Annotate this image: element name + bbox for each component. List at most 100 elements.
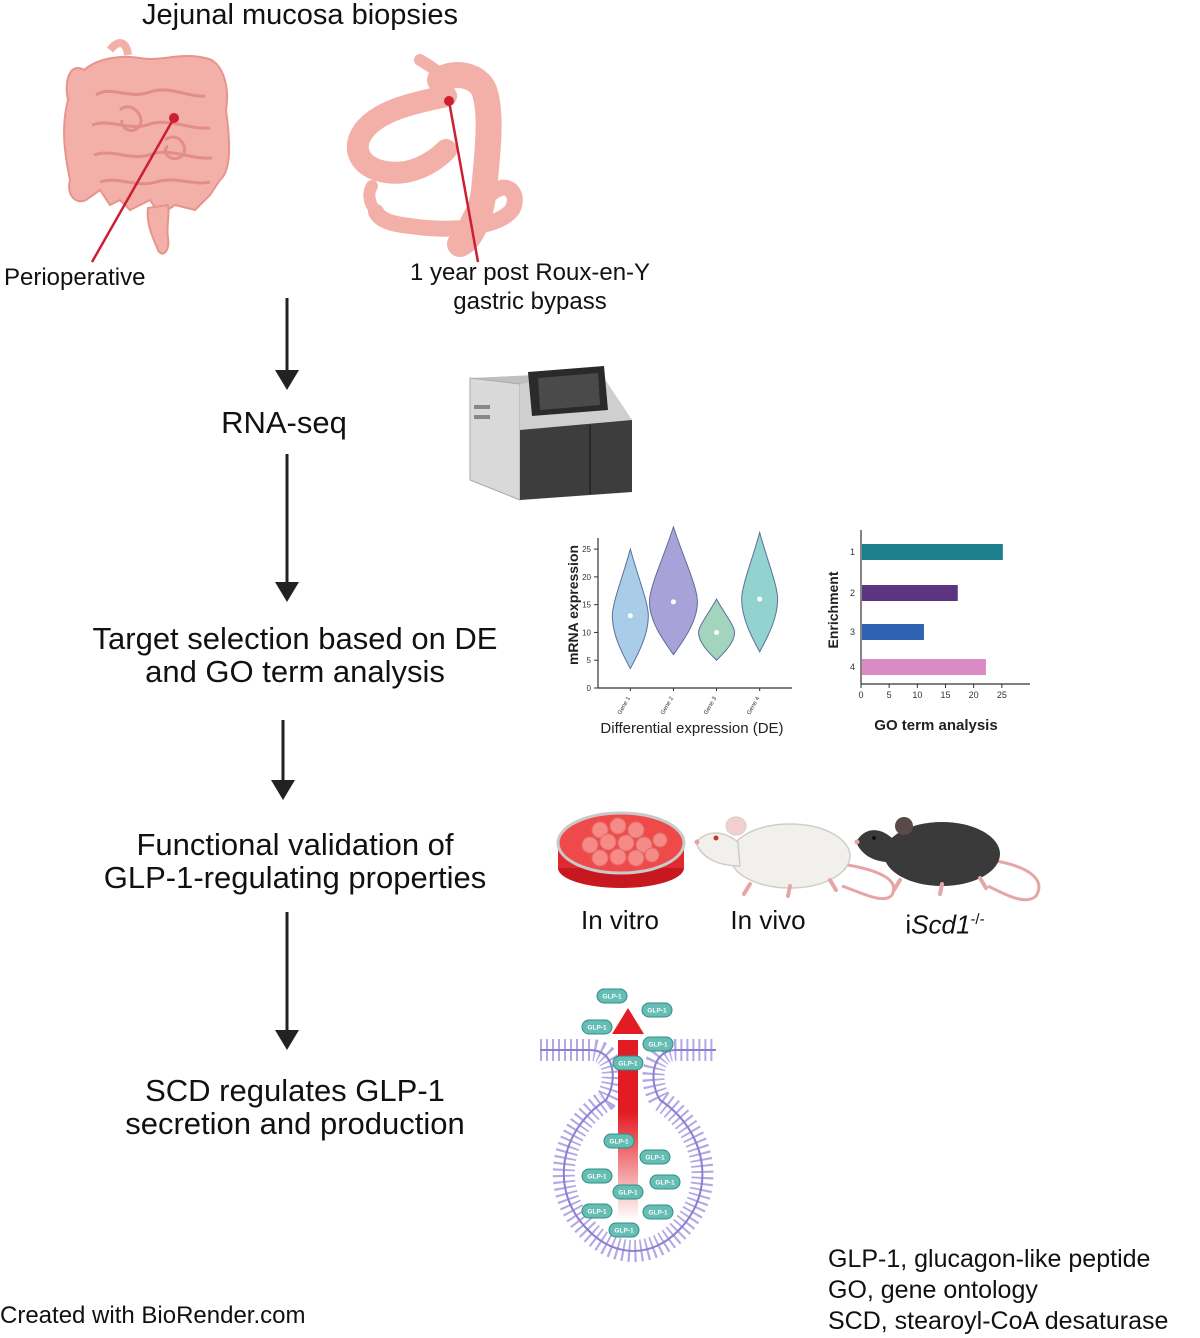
bar-y-axis-label: Enrichment bbox=[825, 571, 841, 648]
knockout-gene: Scd1 bbox=[911, 909, 971, 940]
glp1-pill-label: GLP-1 bbox=[648, 1210, 668, 1217]
intestine-icon bbox=[63, 39, 231, 255]
bar-x-tick-label: 0 bbox=[858, 690, 863, 700]
glp1-pill-label: GLP-1 bbox=[609, 1139, 629, 1146]
knockout-prefix: i bbox=[905, 909, 912, 940]
violin-y-tick-label: 0 bbox=[587, 684, 592, 693]
post-bypass-pointer bbox=[444, 96, 480, 263]
bar bbox=[862, 544, 1003, 560]
glp1-pill bbox=[642, 1204, 674, 1220]
perioperative-label: Perioperative bbox=[4, 264, 146, 291]
glp1-pill-label: GLP-1 bbox=[618, 1061, 638, 1068]
arrow-down-icon bbox=[275, 454, 299, 602]
violin-y-tick-label: 20 bbox=[582, 573, 591, 582]
step-functional-line2: GLP-1-regulating properties bbox=[103, 860, 487, 895]
vesicle-membrane-icon bbox=[540, 1008, 716, 1262]
violin-median-dot bbox=[670, 599, 676, 605]
step-scd-line2: secretion and production bbox=[125, 1106, 465, 1141]
glp1-pill-label: GLP-1 bbox=[655, 1180, 675, 1187]
knockout-label: iScd1-/- bbox=[880, 906, 1010, 939]
abbreviation-legend: GLP-1, glucagon-like peptide GO, gene on… bbox=[828, 1244, 1168, 1337]
secretion-arrow-icon bbox=[612, 1008, 644, 1034]
glp1-pill bbox=[641, 1002, 673, 1018]
glp1-pill bbox=[649, 1174, 681, 1190]
biorender-credit: Created with BioRender.com bbox=[0, 1302, 306, 1329]
black-mouse-icon bbox=[854, 817, 1041, 902]
knockout-superscript: -/- bbox=[970, 911, 985, 928]
violin-x-tick-label: Gene 1 bbox=[617, 695, 632, 716]
glp1-pill-label: GLP-1 bbox=[618, 1190, 638, 1197]
sequencer-icon bbox=[469, 366, 632, 501]
step-target-line2: and GO term analysis bbox=[145, 654, 445, 689]
glp1-pill bbox=[612, 1055, 644, 1071]
petri-dish-icon bbox=[556, 811, 686, 888]
post-bypass-label: 1 year post Roux-en-Y gastric bypass bbox=[360, 258, 700, 316]
glp1-pill bbox=[596, 988, 628, 1004]
flow-arrows bbox=[271, 298, 299, 1050]
violin-x-tick-label: Gene 2 bbox=[660, 695, 675, 716]
bar bbox=[862, 624, 924, 640]
violin-median-dot bbox=[714, 629, 720, 635]
glp1-pill bbox=[581, 1019, 613, 1035]
violin-chart: mRNA expression Differential expression … bbox=[565, 525, 792, 737]
glp1-pill bbox=[612, 1184, 644, 1200]
bar-y-tick-label: 3 bbox=[850, 627, 855, 637]
bar-x-tick-label: 15 bbox=[940, 690, 950, 700]
post-bypass-line2: gastric bypass bbox=[453, 288, 607, 315]
arrow-down-icon bbox=[271, 720, 295, 800]
abbrev-glp1: GLP-1, glucagon-like peptide bbox=[828, 1245, 1151, 1273]
abbrev-go: GO, gene ontology bbox=[828, 1276, 1038, 1304]
violin-y-tick-label: 10 bbox=[582, 628, 591, 637]
violin-median-dot bbox=[627, 613, 633, 619]
glp1-pill-label: GLP-1 bbox=[587, 1174, 607, 1181]
bar-x-tick-label: 25 bbox=[997, 690, 1007, 700]
bar bbox=[862, 585, 958, 601]
step-functional-line1: Functional validation of bbox=[136, 827, 454, 862]
glp1-pill-label: GLP-1 bbox=[647, 1008, 667, 1015]
violin-y-tick-label: 5 bbox=[587, 656, 592, 665]
gastric-bypass-icon bbox=[346, 54, 523, 257]
violin-x-axis-label: Differential expression (DE) bbox=[600, 720, 783, 737]
arrow-down-icon bbox=[275, 912, 299, 1050]
white-mouse-icon bbox=[694, 816, 896, 901]
bar-x-tick-label: 10 bbox=[912, 690, 922, 700]
violin-y-tick-label: 15 bbox=[582, 601, 591, 610]
glp1-pill-label: GLP-1 bbox=[645, 1155, 665, 1162]
step-target-line1: Target selection based on DE bbox=[92, 621, 498, 656]
arrow-down-icon bbox=[275, 298, 299, 390]
violin-x-tick-label: Gene 4 bbox=[746, 695, 761, 716]
glp1-pill bbox=[642, 1036, 674, 1052]
glp1-pill-label: GLP-1 bbox=[587, 1209, 607, 1216]
in-vivo-label: In vivo bbox=[730, 905, 806, 935]
glp1-pill-label: GLP-1 bbox=[648, 1042, 668, 1049]
violin-y-tick-label: 25 bbox=[582, 545, 591, 554]
abbrev-scd: SCD, stearoyl-CoA desaturase bbox=[828, 1307, 1169, 1335]
bar-y-tick-label: 2 bbox=[850, 588, 855, 598]
step-functional-validation: Functional validation of GLP-1-regulatin… bbox=[20, 828, 570, 894]
glp1-pill bbox=[603, 1133, 635, 1149]
post-bypass-line1: 1 year post Roux-en-Y bbox=[409, 259, 651, 286]
violin-x-tick-label: Gene 3 bbox=[703, 695, 718, 716]
glp1-pill-label: GLP-1 bbox=[587, 1025, 607, 1032]
secretion-arrow-shaft bbox=[618, 1040, 638, 1220]
diagram-title: Jejunal mucosa biopsies bbox=[142, 0, 458, 31]
perioperative-pointer bbox=[90, 113, 179, 263]
violin-y-axis-label: mRNA expression bbox=[565, 545, 581, 665]
glp1-pill bbox=[608, 1222, 640, 1238]
violin-median-dot bbox=[757, 596, 763, 602]
bar bbox=[862, 659, 986, 675]
bar-x-tick-label: 5 bbox=[887, 690, 892, 700]
bar-y-tick-label: 1 bbox=[850, 547, 855, 557]
glp1-peptides: GLP-1GLP-1GLP-1GLP-1GLP-1GLP-1GLP-1GLP-1… bbox=[581, 988, 681, 1238]
step-scd-line1: SCD regulates GLP-1 bbox=[145, 1073, 445, 1108]
bar-x-axis-label: GO term analysis bbox=[874, 717, 997, 734]
glp1-pill-label: GLP-1 bbox=[602, 994, 622, 1001]
step-scd-conclusion: SCD regulates GLP-1 secretion and produc… bbox=[20, 1074, 570, 1140]
in-vitro-label: In vitro bbox=[580, 905, 660, 935]
glp1-pill-label: GLP-1 bbox=[614, 1228, 634, 1235]
glp1-pill bbox=[581, 1168, 613, 1184]
bar-y-tick-label: 4 bbox=[850, 662, 855, 672]
glp1-pill bbox=[581, 1203, 613, 1219]
